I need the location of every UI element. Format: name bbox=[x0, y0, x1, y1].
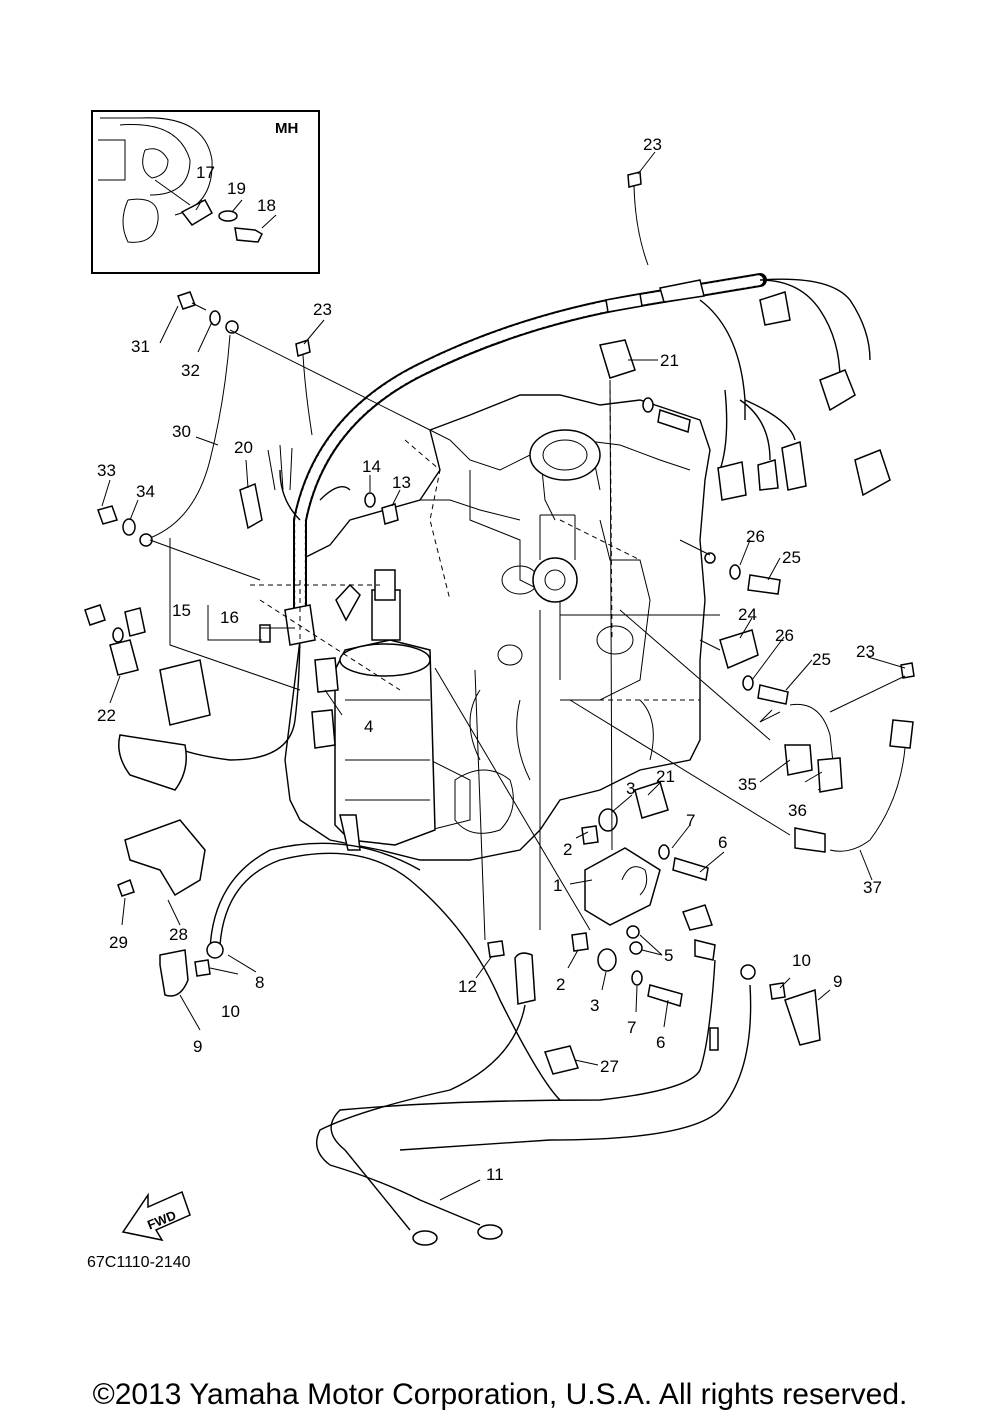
callout-2-bottom: 2 bbox=[556, 975, 565, 994]
callout-14: 14 bbox=[362, 457, 381, 476]
wire-harness bbox=[169, 273, 891, 761]
callout-16: 16 bbox=[220, 608, 239, 627]
callout-34: 34 bbox=[136, 482, 155, 501]
callout-6-bottom: 6 bbox=[656, 1033, 665, 1052]
callout-21-bottom: 21 bbox=[656, 767, 675, 786]
inset-mh: MH bbox=[91, 110, 320, 274]
callout-25-top: 25 bbox=[782, 548, 801, 567]
leader-lines bbox=[101, 151, 906, 1201]
callout-9-left: 9 bbox=[193, 1037, 202, 1056]
callout-26-top: 26 bbox=[746, 527, 765, 546]
callout-7-bottom: 7 bbox=[627, 1018, 636, 1037]
engine-block bbox=[284, 394, 711, 861]
callout-23-left: 23 bbox=[313, 300, 332, 319]
fwd-arrow: FWD bbox=[121, 1190, 191, 1242]
callout-32: 32 bbox=[181, 361, 200, 380]
callout-28: 28 bbox=[169, 925, 188, 944]
callout-6-top: 6 bbox=[718, 833, 727, 852]
inset-tag: MH bbox=[275, 120, 298, 137]
callout-29: 29 bbox=[109, 933, 128, 952]
callout-3-top: 3 bbox=[626, 779, 635, 798]
callout-8: 8 bbox=[255, 973, 264, 992]
battery-cables bbox=[206, 842, 752, 1246]
copyright-notice: ©2013 Yamaha Motor Corporation, U.S.A. A… bbox=[92, 1378, 908, 1411]
callout-7-top: 7 bbox=[686, 811, 695, 830]
callout-10-left: 10 bbox=[221, 1002, 240, 1021]
callout-33: 33 bbox=[97, 461, 116, 480]
callout-25-bottom: 25 bbox=[812, 650, 831, 669]
callout-3-bottom: 3 bbox=[590, 996, 599, 1015]
callout-21-top: 21 bbox=[660, 351, 679, 370]
callout-15: 15 bbox=[172, 601, 191, 620]
callout-18: 18 bbox=[257, 196, 276, 215]
callout-13: 13 bbox=[392, 473, 411, 492]
callout-9-right: 9 bbox=[833, 972, 842, 991]
callout-24: 24 bbox=[738, 605, 757, 624]
callout-23-top: 23 bbox=[643, 135, 662, 154]
callout-37: 37 bbox=[863, 878, 882, 897]
callout-2-top: 2 bbox=[563, 840, 572, 859]
hardware bbox=[84, 171, 915, 1075]
callout-12: 12 bbox=[458, 977, 477, 996]
callout-5: 5 bbox=[664, 946, 673, 965]
callout-30: 30 bbox=[172, 422, 191, 441]
callout-10-right: 10 bbox=[792, 951, 811, 970]
callout-1: 1 bbox=[553, 876, 562, 895]
callout-35: 35 bbox=[738, 775, 757, 794]
callout-17: 17 bbox=[196, 163, 215, 182]
starter-motor bbox=[334, 569, 436, 851]
callout-22: 22 bbox=[97, 706, 116, 725]
callout-36: 36 bbox=[788, 801, 807, 820]
callout-11: 11 bbox=[486, 1165, 504, 1184]
callout-23-right: 23 bbox=[856, 642, 875, 661]
callout-31: 31 bbox=[131, 337, 150, 356]
callout-20: 20 bbox=[234, 438, 253, 457]
callouts: 17 19 18 23 23 31 32 21 30 20 14 13 33 3… bbox=[97, 135, 882, 1184]
callout-19: 19 bbox=[227, 179, 246, 198]
callout-26-bottom: 26 bbox=[775, 626, 794, 645]
callout-4: 4 bbox=[364, 717, 373, 736]
diagram-code: 67C1110-2140 bbox=[87, 1254, 191, 1271]
callout-27: 27 bbox=[600, 1057, 619, 1076]
